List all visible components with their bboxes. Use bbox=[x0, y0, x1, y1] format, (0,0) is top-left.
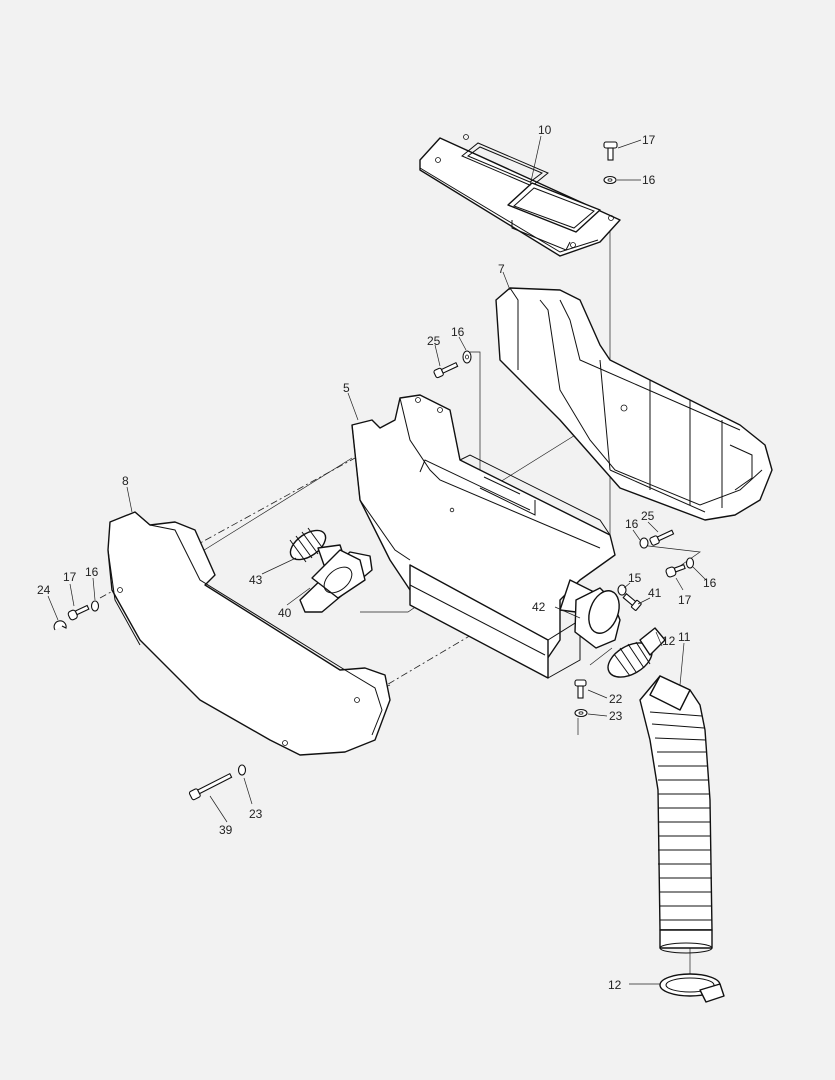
callout-12: 12 bbox=[662, 634, 676, 648]
part-42-outlet-port bbox=[574, 587, 621, 649]
callout-17: 17 bbox=[642, 133, 656, 147]
callout-40: 40 bbox=[278, 606, 292, 620]
callout-25: 25 bbox=[641, 509, 655, 523]
callout-leaders bbox=[47, 135, 707, 985]
callout-16: 16 bbox=[451, 325, 465, 339]
callout-43: 43 bbox=[249, 573, 263, 587]
callout-16: 16 bbox=[703, 576, 717, 590]
callout-16: 16 bbox=[625, 517, 639, 531]
part-8-side-cover bbox=[107, 511, 391, 756]
callout-16: 16 bbox=[642, 173, 656, 187]
callout-10: 10 bbox=[538, 123, 552, 137]
callout-24: 24 bbox=[37, 583, 51, 597]
callout-labels: 10 17 16 7 25 16 5 8 16 25 24 17 16 43 4… bbox=[37, 123, 717, 992]
part-12-clamp-upper bbox=[607, 627, 666, 678]
hardware bbox=[53, 141, 695, 801]
callout-15: 15 bbox=[628, 571, 642, 585]
callout-23: 23 bbox=[249, 807, 263, 821]
callout-7: 7 bbox=[498, 262, 505, 276]
callout-11: 11 bbox=[678, 630, 691, 644]
callout-5: 5 bbox=[343, 381, 350, 395]
callout-17: 17 bbox=[63, 570, 77, 584]
part-12-hose-clamp bbox=[659, 973, 725, 1003]
callout-8: 8 bbox=[122, 474, 129, 488]
callout-39: 39 bbox=[219, 823, 233, 837]
callout-22: 22 bbox=[609, 692, 623, 706]
callout-12: 12 bbox=[608, 978, 622, 992]
callout-17: 17 bbox=[678, 593, 692, 607]
part-7-side-cover bbox=[495, 287, 773, 521]
screw-17-top bbox=[603, 141, 618, 161]
part-43-knob bbox=[289, 527, 346, 569]
callout-16: 16 bbox=[85, 565, 99, 579]
part-11-flex-hose bbox=[639, 675, 713, 954]
callout-41: 41 bbox=[648, 586, 662, 600]
part-10-cover-plate bbox=[419, 134, 621, 257]
part-40-flange bbox=[299, 549, 373, 613]
callout-42: 42 bbox=[532, 600, 546, 614]
callout-23: 23 bbox=[609, 709, 623, 723]
screw-22 bbox=[574, 679, 587, 699]
callout-25: 25 bbox=[427, 334, 441, 348]
